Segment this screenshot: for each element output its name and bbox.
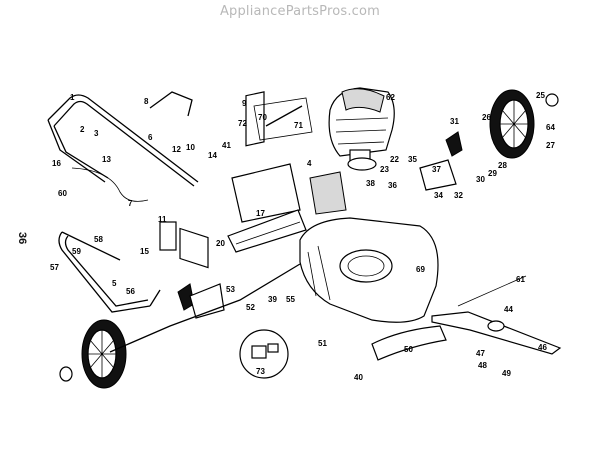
callout-40: 39 [268,295,277,304]
callout-64: 62 [386,93,395,102]
callout-58: 57 [50,263,59,272]
baffle [371,325,447,361]
callout-57: 56 [126,287,135,296]
callout-14: 14 [208,151,217,160]
engine-cover [309,171,347,215]
callout-60: 59 [72,247,81,256]
callout-39: 38 [366,179,375,188]
callout-48: 47 [476,349,485,358]
callout-55: 53 [226,285,235,294]
handle-brackets [159,91,265,269]
callout-3: 3 [94,129,99,138]
blade-adapter [487,320,505,332]
pulley [347,157,377,171]
rear-wheel-right [489,89,559,159]
height-adjuster-rear [445,131,463,157]
leader-line [457,275,527,307]
callout-32: 32 [454,191,463,200]
rear-axle-plate [419,159,457,191]
watermark: AppliancePartsPros.com [219,4,381,19]
engine [328,87,395,163]
callout-51: 50 [404,345,413,354]
callout-53: 52 [246,303,255,312]
inset-bracket [253,97,313,141]
callout-4: 4 [307,159,312,168]
inset-detail [239,329,289,379]
callout-34: 34 [434,191,443,200]
callout-37: 36 [388,181,397,190]
callout-20: 20 [216,239,225,248]
callout-29: 29 [488,169,497,178]
control-bail [149,91,193,117]
callout-61: 60 [58,189,67,198]
blade [431,311,562,355]
callout-7: 7 [128,199,133,208]
callout-70: 69 [416,265,425,274]
callout-56: 55 [286,295,295,304]
callout-17: 17 [256,209,265,218]
callout-46: 44 [504,305,513,314]
callout-47: 46 [538,343,547,352]
upper-handle [47,94,199,187]
callout-69: 64 [546,123,555,132]
callout-50: 49 [502,369,511,378]
callout-59: 58 [94,235,103,244]
callout-27: 27 [546,141,555,150]
callout-71: 70 [258,113,267,122]
callout-31: 31 [450,117,459,126]
callout-2: 2 [80,125,85,134]
callout-13: 13 [102,155,111,164]
callout-16: 16 [52,159,61,168]
callout-52: 51 [318,339,327,348]
callout-72: 71 [294,121,303,130]
callout-49: 48 [478,361,487,370]
control-cable [71,167,149,202]
callout-15: 15 [140,247,149,256]
callout-6: 6 [148,133,153,142]
callout-62: 61 [516,275,525,284]
callout-1: 1 [70,93,75,102]
callout-23: 23 [380,165,389,174]
callout-9: 9 [242,99,247,108]
callout-5: 5 [112,279,117,288]
callout-73: 72 [238,119,247,128]
callout-25: 25 [536,91,545,100]
callout-10: 10 [186,143,195,152]
callout-74: 73 [256,367,265,376]
front-axle [109,263,301,353]
callout-41: 40 [354,373,363,382]
callout-26: 26 [482,113,491,122]
lower-handle [58,231,161,313]
callout-35: 35 [408,155,417,164]
callout-8: 8 [144,97,149,106]
callout-38: 37 [432,165,441,174]
callout-22: 22 [390,155,399,164]
page-number: 36 [16,232,28,245]
callout-11: 11 [158,215,167,224]
rear-shield [227,163,307,253]
callout-44: 41 [222,141,231,150]
mower-deck [299,217,439,323]
front-wheel-left [59,319,127,389]
callout-30: 30 [476,175,485,184]
callout-28: 28 [498,161,507,170]
callout-12: 12 [172,145,181,154]
